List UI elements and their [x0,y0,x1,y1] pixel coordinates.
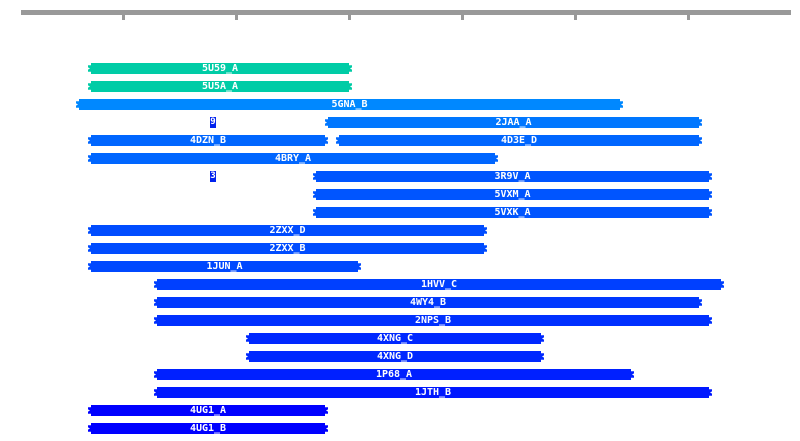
alignment-bar-label: 1JUN_A [206,261,243,272]
alignment-bar-2zxx-b[interactable] [88,243,487,254]
axis-tick [122,15,125,20]
axis-tick [687,15,690,20]
alignment-bar-label: 4WY4_B [409,297,447,308]
alignment-bar-label: 5GNA_B [331,99,368,110]
alignment-bar-3r9v-a[interactable] [313,171,712,182]
axis-tick [348,15,351,20]
alignment-bar-5u5a-a[interactable] [88,81,352,92]
alignment-bar-label: 5VXM_A [494,189,531,200]
alignment-bar-label: 1JTH_B [414,387,452,398]
alignment-bar-label: 2NPS_B [414,315,452,326]
alignment-bar-4ug1-b[interactable] [88,423,328,434]
alignment-bar-1p68-a[interactable] [154,369,634,380]
short-alignment-segment[interactable]: 9 [210,117,216,128]
alignment-bar-label: 5U59_A [201,63,239,74]
alignment-bar-label: 4UG1_A [189,405,227,416]
alignment-bar-2nps-b[interactable] [154,315,712,326]
alignment-bar-label: 5VXK_A [494,207,531,218]
axis-tick [461,15,464,20]
alignment-bar-4xng-c[interactable] [246,333,544,344]
alignment-bar-label: 4D3E_D [500,135,538,146]
alignment-bar-label: 1P68_A [375,369,413,380]
alignment-bar-label: 4BRY_A [274,153,312,164]
short-segment-label: 9 [210,117,216,127]
alignment-bar-label: 4XNG_D [376,351,414,362]
axis-tick [235,15,238,20]
alignment-bar-4bry-a[interactable] [88,153,498,164]
alignment-bar-label: 2JAA_A [495,117,532,128]
short-segment-label: 3 [210,171,216,181]
alignment-bar-1jth-b[interactable] [154,387,712,398]
alignment-bar-4wy4-b[interactable] [154,297,702,308]
alignment-bar-4ug1-a[interactable] [88,405,328,416]
alignment-bar-2zxx-d[interactable] [88,225,487,236]
axis-tick [574,15,577,20]
alignment-bar-label: 3R9V_A [494,171,531,182]
alignment-bar-1jun-a[interactable] [88,261,361,272]
sequence-axis [21,10,791,15]
alignment-bar-label: 5U5A_A [201,81,239,92]
alignment-bar-label: 1HVV_C [420,279,458,290]
alignment-bar-label: 4DZN_B [189,135,227,146]
alignment-bar-4d3e-d[interactable] [336,135,702,146]
alignment-bar-label: 4UG1_B [189,423,227,434]
alignment-bar-2jaa-a[interactable] [325,117,702,128]
short-alignment-segment[interactable]: 3 [210,171,216,182]
alignment-bar-5gna-b[interactable] [76,99,623,110]
alignment-bar-1hvv-c[interactable] [154,279,724,290]
alignment-bar-4xng-d[interactable] [246,351,544,362]
alignment-bar-5vxm-a[interactable] [313,189,712,200]
alignment-bar-4dzn-b[interactable] [88,135,328,146]
alignment-bar-5vxk-a[interactable] [313,207,712,218]
alignment-bar-label: 2ZXX_D [269,225,306,236]
alignment-bar-label: 4XNG_C [376,333,414,344]
alignment-bar-5u59-a[interactable] [88,63,352,74]
alignment-bar-label: 2ZXX_B [269,243,306,254]
